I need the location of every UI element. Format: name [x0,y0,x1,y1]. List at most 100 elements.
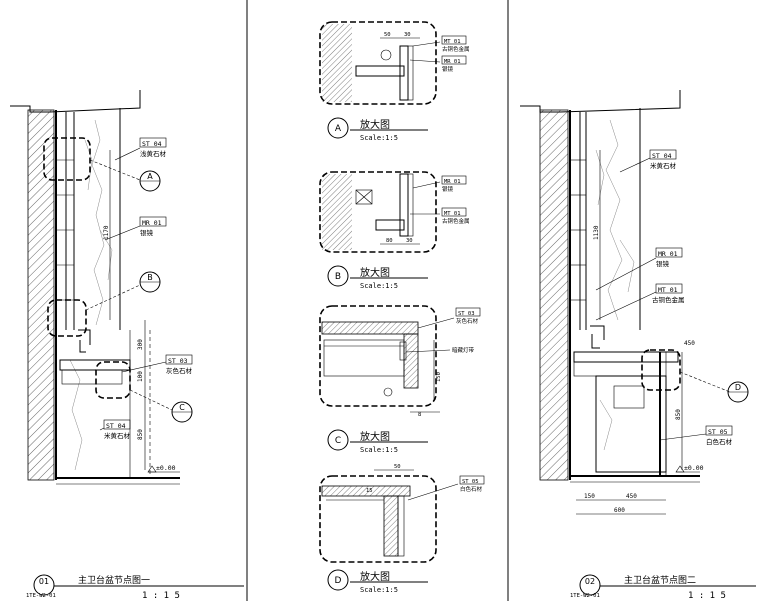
detail-a-drawing [319,21,441,105]
left-title: 主卫台盆节点图一 [78,574,150,586]
left-title-num: 01 [39,577,49,586]
svg-text:D: D [735,383,741,392]
right-tag-4: ST 05 白色石材 [705,425,733,446]
left-section-drawing [10,90,180,485]
svg-text:50: 50 [384,32,391,38]
svg-text:30: 30 [404,32,411,38]
left-tag-3-desc: 灰色石材 [166,366,193,375]
right-detail-d-region [641,349,681,391]
detail-b-letter: B [335,272,341,282]
svg-text:30: 30 [406,238,413,244]
svg-text:50: 50 [394,464,401,470]
detail-c-drawing [319,305,455,413]
left-tag-2-desc: 银镜 [140,228,154,237]
detail-a-tags: MT 01 古铜色金属 MR 01 银镜 50 30 [384,32,470,73]
left-tag-3-code: ST 03 [168,357,188,365]
detail-d-title: 放大图 [360,570,390,583]
wall-hatch [27,109,55,481]
detail-a-scale: Scale:1:5 [360,134,398,142]
svg-text:8: 8 [418,412,421,418]
right-callout-d: D [727,381,749,403]
detail-b-title: 放大图 [360,266,390,279]
left-title-ref: 1TE-W2-01 [26,593,56,599]
right-tag-4-code: ST 05 [708,428,728,436]
left-title-block: 01 1TE-W2-01 主卫台盆节点图一 1 : 1 5 [26,574,244,601]
right-dim-4: 150 [584,493,595,500]
left-tag-4: ST 04 米黄石材 [103,419,131,440]
detail-d-caption: D 放大图 Scale:1:5 [327,569,428,594]
right-dim-5: 450 [626,493,637,500]
svg-text:C: C [179,403,185,412]
right-scale: 1 : 1 5 [688,591,726,601]
detail-d-drawing [319,469,459,563]
detail-d-tags: ST 05 白色石材 50 15 [366,464,485,494]
left-callout-c: C [171,401,193,423]
svg-text:MR 01: MR 01 [444,59,461,65]
left-tag-1-desc: 浅黄石材 [140,149,167,158]
svg-text:白色石材: 白色石材 [460,485,483,493]
right-dim-1: 1130 [593,225,600,240]
right-tag-4-desc: 白色石材 [706,437,733,446]
detail-c-letter: C [335,436,341,446]
left-callout-b: B [139,271,161,293]
detail-c-scale: Scale:1:5 [360,446,398,454]
right-wall-hatch [539,109,569,481]
right-level: ±0.00 [684,464,704,472]
right-title: 主卫台盆节点图二 [624,574,696,586]
detail-c-tags: ST 03 灰色石材 暗藏灯带 150 8 [418,307,481,418]
detail-b-scale: Scale:1:5 [360,282,398,290]
svg-text:ST 05: ST 05 [462,479,479,485]
detail-a-letter: A [335,124,342,134]
left-dim-3: 100 [137,371,144,382]
left-tag-3: ST 03 灰色石材 [165,354,193,375]
svg-text:80: 80 [386,238,393,244]
left-scale: 1 : 1 5 [142,591,180,601]
right-tag-3-code: MT 01 [658,286,678,294]
left-dim-4: 850 [137,429,144,440]
left-tag-2: MR 01 银镜 [139,216,167,237]
left-tag-2-code: MR 01 [142,219,162,227]
right-tag-1: ST 04 米黄石材 [649,149,677,170]
detail-a-title: 放大图 [360,118,390,131]
left-dim-2: 300 [137,339,144,350]
svg-text:MR 01: MR 01 [444,179,461,185]
svg-text:ST 03: ST 03 [458,311,475,317]
right-dim-6: 600 [614,507,625,514]
right-tag-3: MT 01 古铜色金属 [652,283,685,304]
svg-text:A: A [147,172,153,181]
svg-text:15: 15 [366,488,373,494]
left-detail-b-region [47,299,87,337]
left-detail-a-region [43,137,91,181]
svg-text:古铜色金属: 古铜色金属 [442,217,470,225]
right-title-ref: 1TE-W2-01 [570,593,600,599]
svg-text:MT 01: MT 01 [444,211,461,217]
svg-text:MT 01: MT 01 [444,39,461,45]
detail-a-caption: A 放大图 Scale:1:5 [327,117,428,142]
svg-text:暗藏灯带: 暗藏灯带 [452,346,475,354]
svg-text:古铜色金属: 古铜色金属 [442,45,470,53]
left-tag-4-desc: 米黄石材 [104,431,131,440]
left-level: ±0.00 [156,464,176,472]
svg-text:灰色石材: 灰色石材 [456,317,479,325]
right-tag-2-code: MR 01 [658,250,678,258]
left-tag-1-code: ST 04 [142,140,162,148]
left-callout-a: A [139,170,161,192]
right-tag-1-code: ST 04 [652,152,672,160]
svg-text:银镜: 银镜 [442,65,454,73]
detail-d-letter: D [335,576,342,586]
left-tag-4-code: ST 04 [106,422,126,430]
detail-c-title: 放大图 [360,430,390,443]
left-tag-1: ST 04 浅黄石材 [139,137,167,158]
right-tag-3-desc: 古铜色金属 [652,295,685,304]
right-tag-2-desc: 银镜 [656,259,670,268]
detail-b-caption: B 放大图 Scale:1:5 [327,265,428,290]
right-title-block: 02 1TE-W2-01 主卫台盆节点图二 1 : 1 5 [570,574,756,601]
right-title-num: 02 [585,577,595,586]
left-detail-c-region [95,361,131,399]
detail-b-drawing [319,171,441,253]
detail-c-caption: C 放大图 Scale:1:5 [327,429,428,454]
svg-text:B: B [147,273,153,282]
detail-b-tags: MR 01 银镜 MT 01 古铜色金属 80 30 [386,175,470,244]
right-dim-3: 850 [675,409,682,420]
